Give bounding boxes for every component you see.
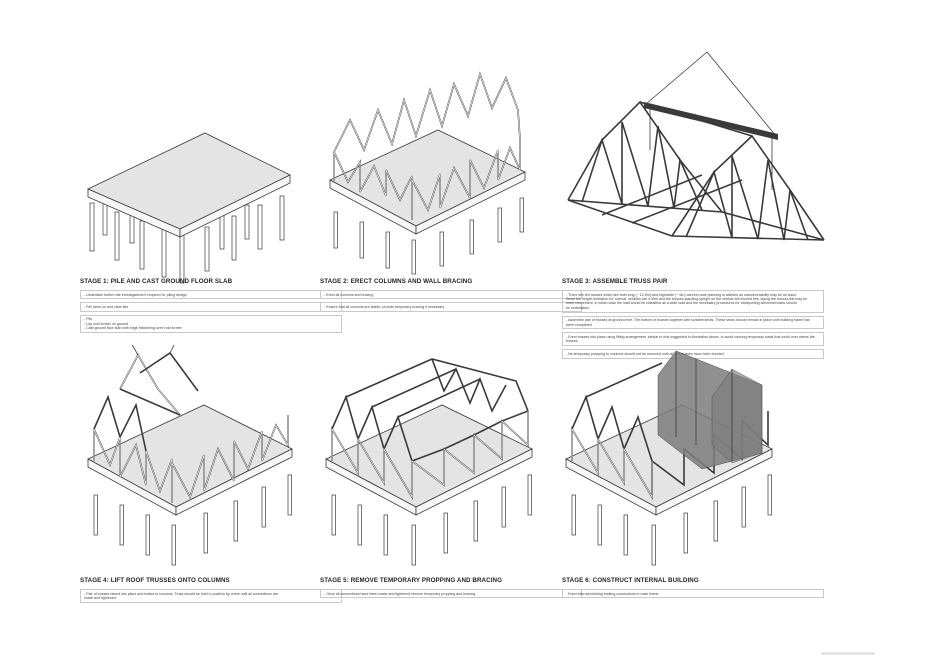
spreader-beam	[644, 102, 778, 140]
stage-note: - Erect trusses into place using lifting…	[562, 332, 824, 347]
stage-4-caption: STAGE 4: LIFT ROOF TRUSSES ONTO COLUMNS …	[80, 577, 342, 606]
stage-2-caption: STAGE 2: ERECT COLUMNS AND WALL BRACING …	[320, 278, 582, 315]
stage-note: - There are ten trusses which are both l…	[562, 290, 824, 313]
completed-frame	[331, 358, 529, 500]
stage-note: - Pair of trusses raised into place and …	[80, 589, 342, 603]
piles	[89, 194, 285, 284]
stage-title: STAGE 4: LIFT ROOF TRUSSES ONTO COLUMNS	[80, 577, 230, 584]
stage-title: STAGE 6: CONSTRUCT INTERNAL BUILDING	[562, 577, 699, 584]
internal-building-drawing	[565, 350, 773, 566]
wall-columns	[333, 71, 521, 220]
stage-2-illustration	[320, 60, 590, 290]
stage-1-illustration	[80, 95, 350, 325]
stage-5-illustration	[320, 345, 590, 575]
piles	[93, 474, 292, 566]
internal-building	[657, 350, 763, 470]
stage-6-illustration	[562, 345, 832, 575]
stage-note: - Once all connections have been made an…	[320, 589, 582, 599]
stage-note: - Undertake further site investigations …	[80, 290, 342, 300]
stage-note: - Pile - Lay void former on ground - Cas…	[80, 314, 342, 334]
piles	[571, 474, 772, 566]
stage-3-illustration	[562, 40, 832, 270]
remove-propping-drawing	[325, 358, 533, 566]
footer-mark	[821, 652, 875, 655]
stage-4-illustration	[80, 345, 350, 575]
truss-pair-drawing	[567, 51, 825, 241]
stage-note: - Ensure that all columns are stable, pr…	[320, 302, 582, 312]
lift-trusses-drawing	[87, 345, 293, 566]
piles	[333, 197, 524, 275]
stage-note: - Erect all columns and bracing	[320, 290, 582, 300]
columns-bracing-drawing	[329, 71, 526, 275]
stage-5-caption: STAGE 5: REMOVE TEMPORARY PROPPING AND B…	[320, 577, 582, 601]
crane-lifting-arrangement	[644, 51, 778, 190]
stage-note: - Fell trees on and clear site	[80, 302, 342, 312]
stage-note: - Erect internal building making connect…	[562, 589, 824, 599]
truss-pair	[567, 100, 825, 241]
slab-piles-drawing	[87, 132, 291, 284]
stage-note: - Assemble pair of trusses at ground lev…	[562, 315, 824, 330]
stage-title: STAGE 3: ASSEMBLE TRUSS PAIR	[562, 278, 668, 285]
roof-truss-pair	[93, 345, 199, 452]
stage-1-caption: STAGE 1: PILE AND CAST GROUND FLOOR SLAB…	[80, 278, 342, 336]
stage-title: STAGE 2: ERECT COLUMNS AND WALL BRACING	[320, 278, 473, 285]
stage-6-caption: STAGE 6: CONSTRUCT INTERNAL BUILDING - E…	[562, 577, 824, 601]
ground-floor-slab	[325, 404, 533, 508]
stage-title: STAGE 5: REMOVE TEMPORARY PROPPING AND B…	[320, 577, 502, 584]
wall-columns	[93, 415, 289, 503]
piles	[331, 474, 532, 566]
stage-title: STAGE 1: PILE AND CAST GROUND FLOOR SLAB	[80, 278, 233, 285]
